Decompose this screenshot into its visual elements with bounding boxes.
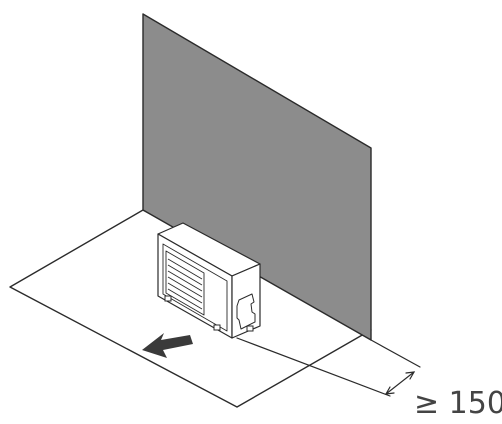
dimension-extension-unit	[236, 337, 391, 397]
double-arrow-icon	[236, 337, 421, 397]
outdoor-unit	[157, 222, 261, 339]
unit-foot	[213, 324, 221, 331]
unit-valve-cover	[236, 293, 256, 330]
clearance-label: ≥ 150	[414, 386, 502, 421]
dimension-extension-wall	[370, 339, 421, 368]
arrow-left-down-icon	[142, 333, 193, 358]
dimension-line	[385, 371, 415, 395]
unit-foot	[164, 295, 172, 302]
unit-grille-slats	[167, 258, 203, 310]
unit-front-bezel	[162, 243, 228, 332]
unit-foot	[246, 325, 254, 332]
dimension-arrowhead-bottom	[384, 386, 395, 395]
dimension-arrowhead-top	[405, 371, 416, 380]
